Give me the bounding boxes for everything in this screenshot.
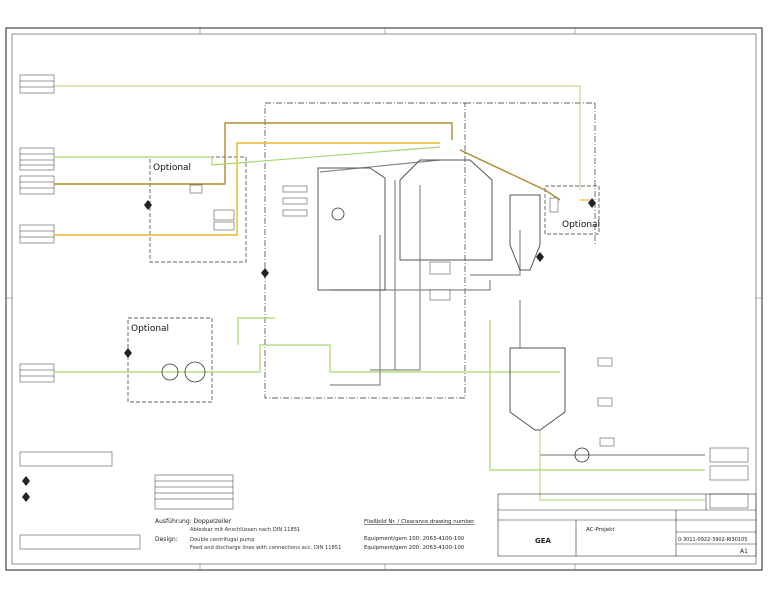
design-label: Design: xyxy=(155,536,178,543)
company-logo: GEA xyxy=(535,537,552,545)
water-line-2 xyxy=(54,344,331,373)
steam-line-2 xyxy=(54,142,440,236)
optional-label-2: Optional xyxy=(131,324,169,334)
motor-1 xyxy=(184,361,206,383)
drawing-note-header: Fließbild Nr. / Clearance drawing number xyxy=(364,519,475,525)
machine-boundary xyxy=(264,102,466,399)
design-line-2: Feed and discharge lines with connection… xyxy=(190,545,341,551)
cyclone xyxy=(509,194,541,271)
top-line xyxy=(54,85,581,190)
instrument-boxes xyxy=(189,184,615,447)
drawing-number-2: Equipment/gem 200: 2063-4100-100 xyxy=(364,545,465,551)
pump-2 xyxy=(574,447,590,463)
sheet-size: A1 xyxy=(740,548,748,555)
company-sub: AC-Projekt xyxy=(586,527,615,533)
left-vessel xyxy=(317,167,386,291)
steam-line-1 xyxy=(54,122,453,185)
legend-block xyxy=(19,451,234,550)
drawing-title-de: Ausführung: Doppelzeiler xyxy=(155,518,232,525)
optional-label-1: Optional xyxy=(153,163,191,173)
design-line-1: Double centrifugal pump xyxy=(190,537,255,543)
steam-line-3 xyxy=(459,149,561,201)
right-outlet-tags xyxy=(709,447,749,509)
title-block xyxy=(497,493,757,557)
drawing-title-de-2: Ablesbar mit Anschlüssen nach DIN 11851 xyxy=(190,527,300,533)
optional-box-3 xyxy=(544,185,600,235)
optional-label-3: Optional xyxy=(562,220,600,230)
water-line-3 xyxy=(489,320,705,471)
water-line-1 xyxy=(54,146,441,166)
drawing-number: 0-3011-0922-3902-RI30105 xyxy=(678,537,747,543)
drawing-number-1: Equipment/gem 100: 2063-4100-100 xyxy=(364,536,465,542)
tank xyxy=(509,347,566,431)
centrifuge-bowl xyxy=(399,159,493,261)
pump-1 xyxy=(161,363,179,381)
legend-symbols xyxy=(22,476,30,502)
left-tag-tables xyxy=(19,74,55,383)
optional-box-2 xyxy=(127,317,213,403)
frame-ticks xyxy=(6,28,762,570)
outer-frame xyxy=(5,27,763,571)
inner-frame xyxy=(11,33,757,565)
legend-diamonds xyxy=(124,198,596,358)
